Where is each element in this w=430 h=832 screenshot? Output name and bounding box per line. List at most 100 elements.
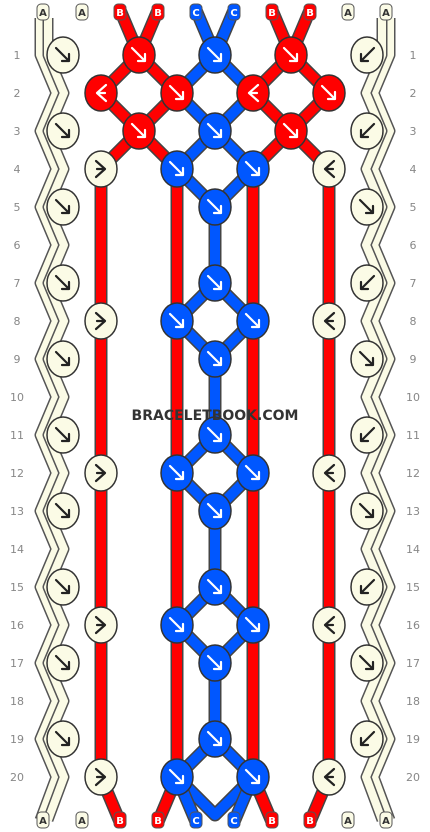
knot-arrow-icon: [206, 578, 223, 595]
bottom-strand-tab-5: [189, 811, 203, 829]
row-number-left: 10: [10, 391, 24, 404]
edge-strand-left-outer-fill: [36, 18, 60, 822]
bottom-strand-label-1: A: [39, 816, 47, 827]
row-number-right: 1: [410, 49, 417, 62]
knot-arrow-icon: [206, 350, 223, 367]
knot-arrow-icon: [130, 122, 147, 139]
knot-arrow-icon: [95, 83, 108, 103]
knot-arrow-icon: [206, 730, 223, 747]
knot-r13-c1: [46, 492, 80, 530]
row-number-right: 5: [410, 201, 417, 214]
knot-arrow-icon: [359, 578, 376, 595]
row-number-right: 4: [410, 163, 417, 176]
knot-arrow-icon: [206, 502, 223, 519]
watermark-text: BRACELETBOOK.COM: [132, 408, 299, 424]
top-strand-tab-9: [341, 3, 355, 21]
row-number-left: 9: [14, 353, 21, 366]
knot-arrow-icon: [54, 654, 71, 671]
knot-r4-c3: [236, 150, 270, 188]
knot-r8-c4: [312, 302, 346, 340]
knot-arrow-icon: [244, 464, 261, 481]
knot-arrow-icon: [247, 83, 260, 103]
knot-r5-c1: [46, 188, 80, 226]
knot-arrow-icon: [359, 274, 376, 291]
row-number-right: 10: [406, 391, 420, 404]
row-number-left: 14: [10, 543, 24, 556]
knot-arrow-icon: [206, 46, 223, 63]
knot-arrow-icon: [206, 198, 223, 215]
knot-arrow-icon: [94, 463, 107, 483]
knot-r9-c5: [350, 340, 384, 378]
knot-r16-c4: [312, 606, 346, 644]
knot-r1-c5: [350, 36, 384, 74]
knot-arrow-icon: [54, 578, 71, 595]
knot-r17-c5: [350, 644, 384, 682]
edge-strands: [34, 18, 396, 822]
knot-r1-c3: [198, 36, 232, 74]
knot-arrow-icon: [168, 312, 185, 329]
knot-r1-c2: [122, 36, 156, 74]
knot-r19-c1: [46, 720, 80, 758]
knot-r4-c1: [84, 150, 118, 188]
top-strand-label-1: A: [39, 8, 47, 19]
top-strand-label-3: B: [116, 8, 124, 19]
knot-r11-c3: [198, 416, 232, 454]
knot-r16-c2: [160, 606, 194, 644]
knot-r16-c3: [236, 606, 270, 644]
row-number-left: 15: [10, 581, 24, 594]
knot-arrow-icon: [359, 122, 376, 139]
knot-arrow-icon: [54, 426, 71, 443]
knot-arrow-icon: [54, 274, 71, 291]
knot-r20-c2: [160, 758, 194, 796]
top-strand-label-10: A: [382, 8, 390, 19]
knot-arrow-icon: [323, 767, 336, 787]
knot-r11-c1: [46, 416, 80, 454]
row-number-left: 8: [14, 315, 21, 328]
row-number-right: 8: [410, 315, 417, 328]
knot-r5-c3: [198, 188, 232, 226]
knot-arrow-icon: [94, 615, 107, 635]
knot-grid: [46, 36, 384, 796]
knot-r13-c5: [350, 492, 384, 530]
row-number-right: 16: [406, 619, 420, 632]
knot-arrow-icon: [94, 311, 107, 331]
top-strand-tab-4: [151, 3, 165, 21]
knot-arrow-icon: [359, 426, 376, 443]
knot-arrow-icon: [130, 46, 147, 63]
knot-arrow-icon: [282, 122, 299, 139]
bottom-strand-tab-7: [265, 811, 279, 829]
knot-arrow-icon: [206, 122, 223, 139]
row-number-left: 6: [14, 239, 21, 252]
knot-r2-c3: [236, 74, 270, 112]
top-strand-tab-2: [75, 3, 89, 21]
top-strand-tab-10: [379, 3, 393, 21]
knot-r4-c2: [160, 150, 194, 188]
top-strand-label-5: C: [192, 8, 199, 19]
bottom-strand-tab-10: [379, 811, 393, 829]
knot-arrow-icon: [206, 654, 223, 671]
row-number-right: 20: [406, 771, 420, 784]
knot-r15-c1: [46, 568, 80, 606]
row-number-left: 3: [14, 125, 21, 138]
top-strand-label-9: A: [344, 8, 352, 19]
knot-r20-c3: [236, 758, 270, 796]
knot-arrow-icon: [358, 198, 375, 215]
knot-r3-c1: [46, 112, 80, 150]
bottom-strand-label-3: B: [116, 816, 124, 827]
knot-r3-c3: [198, 112, 232, 150]
row-number-right: 13: [406, 505, 420, 518]
row-number-left: 2: [14, 87, 21, 100]
row-number-left: 5: [14, 201, 21, 214]
bottom-strand-tab-8: [303, 811, 317, 829]
knot-r17-c1: [46, 644, 80, 682]
knot-arrow-icon: [94, 767, 107, 787]
knot-arrow-icon: [358, 350, 375, 367]
knot-arrow-icon: [323, 463, 336, 483]
bottom-strand-label-4: B: [154, 816, 162, 827]
knot-r3-c4: [274, 112, 308, 150]
knot-r4-c4: [312, 150, 346, 188]
knot-r7-c1: [46, 264, 80, 302]
knot-arrow-icon: [94, 159, 107, 179]
knot-r19-c5: [350, 720, 384, 758]
